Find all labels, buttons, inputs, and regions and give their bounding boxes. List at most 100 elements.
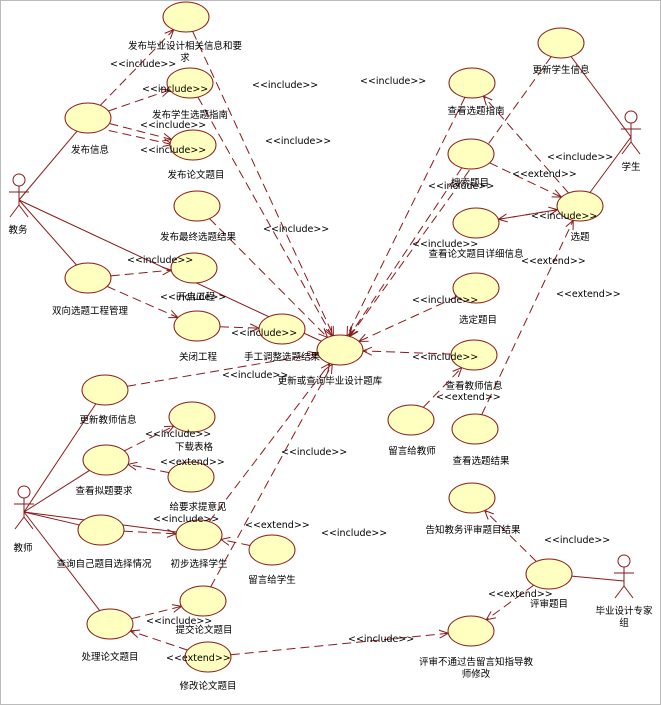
use-case-label: 下载表格 <box>175 441 214 453</box>
use-case-guanbi[interactable] <box>173 310 221 342</box>
use-case-label: 修改论文题目 <box>179 680 236 692</box>
use-case-chakan_jieguo[interactable] <box>451 413 499 445</box>
use-case-chubu[interactable] <box>175 519 223 551</box>
include-stereotype-label: <<include>> <box>140 120 206 131</box>
use-case-label: 发布最终选题结果 <box>160 231 237 243</box>
association-line <box>571 575 625 582</box>
extend-stereotype-label: <<extend>> <box>436 392 501 403</box>
use-case-label: 求 <box>180 52 190 64</box>
extend-dependency <box>422 368 461 408</box>
actor-jiaoshi[interactable] <box>14 485 34 530</box>
actor-jiaowu[interactable] <box>9 173 29 218</box>
use-case-xiangxi[interactable] <box>452 207 500 239</box>
use-case-fabu_timu[interactable] <box>169 129 217 161</box>
use-case-pingshen[interactable] <box>525 558 573 590</box>
association-line <box>23 403 97 513</box>
actor-leg <box>621 141 632 155</box>
use-case-gengxin_js[interactable] <box>81 374 129 406</box>
include-stereotype-label: <<include>> <box>412 239 478 250</box>
include-dependency <box>485 511 537 562</box>
include-stereotype-label: <<include>> <box>544 535 610 546</box>
use-case-label: 查看教师信息 <box>445 380 502 392</box>
use-case-chuli[interactable] <box>86 608 134 640</box>
use-case-label: 更新或查询毕业设计题库 <box>278 375 383 387</box>
use-case-fabu_xinxi[interactable] <box>64 102 112 134</box>
include-dependency <box>124 426 173 452</box>
use-case-chaxun_qk[interactable] <box>77 514 125 546</box>
extend-dependency <box>221 540 251 546</box>
use-case-xuanding[interactable] <box>452 272 500 304</box>
include-stereotype-label: <<include>> <box>321 528 387 539</box>
include-dependency <box>99 30 173 106</box>
use-case-tiku[interactable] <box>316 334 364 366</box>
use-case-xiazai[interactable] <box>168 401 216 433</box>
actor-zhuanjia[interactable] <box>614 554 634 599</box>
use-case-label: 留言给学生 <box>248 574 296 586</box>
include-stereotype-label: <<include>> <box>146 616 212 627</box>
use-case-shougong[interactable] <box>258 313 306 345</box>
use-case-label: 评审不通过告留言知指导教 <box>419 656 534 668</box>
use-case-label: 发布论文题目 <box>167 169 224 181</box>
include-dependency <box>106 285 178 317</box>
association-line <box>570 56 632 138</box>
include-dependency <box>123 531 176 534</box>
use-case-label: 告知教务评审题目结果 <box>425 524 521 536</box>
use-case-gengxin_xs[interactable] <box>537 27 585 59</box>
extend-stereotype-label: <<extend>> <box>556 289 621 300</box>
association-line <box>589 136 632 193</box>
use-case-xiugai[interactable] <box>184 641 232 673</box>
use-case-label: 发布毕业设计相关信息和要 <box>128 40 242 52</box>
use-case-chakan_yaoqiu[interactable] <box>82 444 130 476</box>
use-case-label: 更新学生信息 <box>532 64 589 76</box>
use-case-xuanti[interactable] <box>556 190 604 222</box>
extend-stereotype-label: <<extend>> <box>488 589 553 600</box>
use-case-liuyan_js[interactable] <box>387 404 435 436</box>
use-case-label: 查询自己题目选择情况 <box>56 558 152 570</box>
use-case-kaiqi[interactable] <box>170 252 218 284</box>
include-stereotype-label: <<include>> <box>252 80 318 91</box>
actor-leg <box>9 204 20 218</box>
actor-leg <box>614 585 625 599</box>
include-dependency <box>127 354 317 387</box>
include-dependency <box>108 130 173 145</box>
use-case-liuyan_xs[interactable] <box>248 534 296 566</box>
use-case-label: 手工调整选题结果 <box>244 351 321 363</box>
use-case-label: 双向选题工程管理 <box>52 305 129 317</box>
use-case-label: 更新教师信息 <box>79 414 136 426</box>
include-dependency <box>210 364 333 588</box>
use-case-tijiao[interactable] <box>179 585 227 617</box>
extend-dependency <box>498 210 557 220</box>
actor-label: 教师 <box>13 542 32 554</box>
include-dependency <box>192 31 334 335</box>
use-case-fabu_xiangguan[interactable] <box>162 1 210 33</box>
use-case-label: 查看拟题要求 <box>75 485 133 497</box>
actor-head <box>624 110 638 124</box>
use-case-shuangxiang[interactable] <box>64 262 112 294</box>
use-case-chakan_zhinan[interactable] <box>448 67 496 99</box>
use-case-sousuo[interactable] <box>447 138 495 170</box>
extend-stereotype-label: <<extend>> <box>160 457 225 468</box>
extend-dependency <box>481 220 573 415</box>
extend-dependency <box>128 464 170 474</box>
use-case-fabu_jieguo[interactable] <box>173 190 221 222</box>
extend-stereotype-label: <<extend>> <box>245 520 310 531</box>
use-case-gaozhi[interactable] <box>448 482 496 514</box>
include-dependency <box>359 296 458 342</box>
association-line <box>18 199 77 266</box>
actor-label: 教务 <box>8 224 28 236</box>
use-case-label: 选题 <box>570 231 590 243</box>
use-case-chakan_js[interactable] <box>450 339 498 371</box>
use-case-yijian[interactable] <box>167 461 215 493</box>
association-line <box>18 130 78 201</box>
use-case-butongguo[interactable] <box>447 615 495 647</box>
extend-stereotype-label: <<extend>> <box>512 169 577 180</box>
use-case-fabu_zhinan[interactable] <box>166 67 214 99</box>
include-dependency <box>131 606 182 620</box>
include-stereotype-label: <<include>> <box>412 295 478 306</box>
actor-head <box>12 173 26 187</box>
actor-xuesheng[interactable] <box>621 110 641 155</box>
include-dependency <box>219 327 259 328</box>
include-dependency <box>108 90 169 112</box>
include-stereotype-label: <<include>> <box>140 145 206 156</box>
